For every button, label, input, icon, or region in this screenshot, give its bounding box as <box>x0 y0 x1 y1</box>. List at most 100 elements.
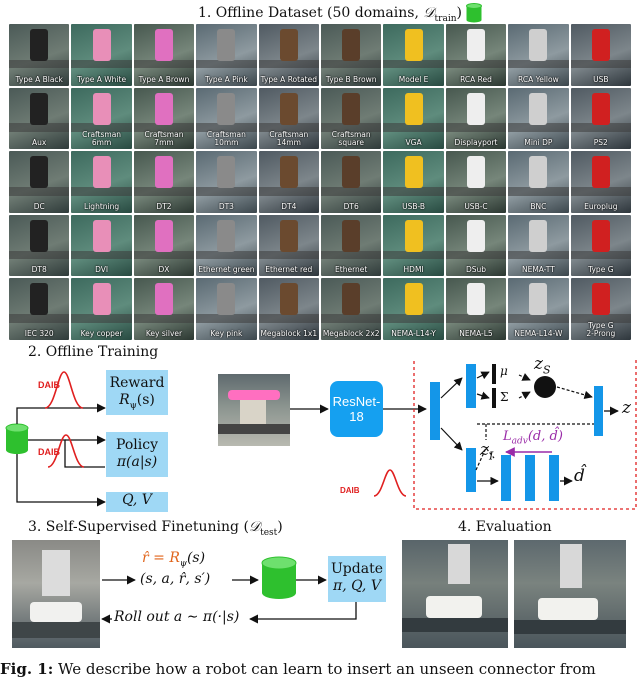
dataset-cell: PS2 <box>570 87 631 150</box>
dataset-cell: NEMA-TT <box>508 214 569 277</box>
dataset-cell-label: Mini DP <box>524 138 553 148</box>
daib-curve-policy <box>47 434 85 468</box>
daib-label-latent: DAIB <box>340 486 360 495</box>
dataset-cell-label: DT6 <box>343 201 359 211</box>
dataset-cell: RCA Red <box>445 24 507 86</box>
dataset-cell-label: NEMA-TT <box>521 265 555 275</box>
section2-title: 2. Offline Training <box>28 344 159 360</box>
training-database-icon <box>5 423 29 454</box>
dataset-cell: Type G <box>570 214 631 277</box>
dataset-cell: DT8 <box>9 214 70 277</box>
dataset-cell: Craftsman 10mm <box>196 87 257 150</box>
sigma-label: Σ <box>500 390 509 404</box>
dataset-cell-label: Aux <box>32 138 47 148</box>
dataset-cell: DC <box>9 151 70 213</box>
dataset-cell-label: DX <box>158 265 170 275</box>
dataset-cell: USB <box>570 24 631 86</box>
dataset-cell-label: Ethernet red <box>265 265 313 275</box>
section4-title: 4. Evaluation <box>458 519 552 535</box>
dataset-cell: DVI <box>71 214 132 277</box>
dataset-cell: Key pink <box>196 278 257 340</box>
dataset-cell-label: DT3 <box>218 201 234 211</box>
dataset-cell-label: Megablock 2x2 <box>322 328 380 338</box>
dataset-cell: Ethernet red <box>258 214 319 277</box>
dataset-cell: IEC 320 <box>9 278 70 340</box>
figure-caption: Fig. 1: We describe how a robot can lear… <box>0 660 596 678</box>
dataset-cell-label: Ethernet green <box>198 265 255 275</box>
dataset-cell: Type A White <box>71 24 132 86</box>
dataset-cell-label: Craftsman 6mm <box>82 130 122 148</box>
dataset-cell: DT6 <box>321 151 382 213</box>
transition-tuple: (s, a, r̂, s′) <box>140 571 211 587</box>
dataset-cell: Ethernet <box>321 214 382 277</box>
dhat-output-label: d̂ <box>574 466 585 486</box>
dataset-cell: Aux <box>9 87 70 150</box>
daib-label-policy: DAIB <box>38 447 60 457</box>
dataset-cell-label: VGA <box>405 138 422 148</box>
rhat-equation: r̂ = Rψ(s) <box>142 550 206 569</box>
dataset-cell-label: Craftsman 7mm <box>144 130 184 148</box>
dataset-cell-label: BNC <box>530 201 547 211</box>
dataset-cell: DT2 <box>133 151 195 213</box>
dataset-cell-label: Megablock 1x1 <box>260 328 318 338</box>
dataset-cell-label: Type A White <box>77 74 127 84</box>
dataset-cell: NEMA-L14-W <box>508 278 569 340</box>
dataset-cell: Craftsman 6mm <box>71 87 132 150</box>
zs-label: zS <box>534 354 551 377</box>
adv-loss-label: Ladv(d, d̂) <box>503 429 563 447</box>
dataset-cell: Craftsman 7mm <box>133 87 195 150</box>
evaluation-image-1 <box>402 540 508 648</box>
dataset-cell-label: Model E <box>398 74 429 84</box>
dataset-cell-label: Key pink <box>210 328 243 338</box>
section1-title: 1. Offline Dataset (50 domains, 𝒟train) <box>198 3 483 24</box>
dataset-cell-label: HDMI <box>403 265 424 275</box>
dataset-cell: DX <box>133 214 195 277</box>
dataset-cell-label: Craftsman square <box>331 130 371 148</box>
dataset-cell: RCA Yellow <box>508 24 569 86</box>
dataset-cell-label: USB <box>593 74 609 84</box>
dataset-cell: Type B Brown <box>321 24 382 86</box>
dataset-cell: Megablock 2x2 <box>321 278 382 340</box>
dataset-cell-label: DVI <box>95 265 109 275</box>
dataset-cell-label: USB-C <box>464 201 488 211</box>
dataset-cell: DT4 <box>258 151 319 213</box>
dataset-cell: HDMI <box>383 214 444 277</box>
dataset-cell: Lightning <box>71 151 132 213</box>
database-icon <box>466 3 483 23</box>
dataset-cell: Ethernet green <box>196 214 257 277</box>
dataset-cell: USB-C <box>445 151 507 213</box>
dataset-cell: Type A Pink <box>196 24 257 86</box>
dataset-cell: Type G 2-Prong <box>570 278 631 340</box>
dataset-cell-label: Europlug <box>584 201 618 211</box>
dataset-cell-label: Displayport <box>454 138 498 148</box>
dataset-cell: Type A Rotated <box>258 24 319 86</box>
policy-box: Policy π(a|s) <box>106 432 168 477</box>
reward-function: Rψ(s) <box>119 392 155 411</box>
dataset-cell-label: Craftsman 10mm <box>206 130 246 148</box>
dataset-cell-label: NEMA-L14-W <box>514 328 563 338</box>
dataset-cell: Europlug <box>570 151 631 213</box>
dataset-cell: Type A Black <box>9 24 70 86</box>
dataset-cell: Type A Brown <box>133 24 195 86</box>
dataset-cell: Key silver <box>133 278 195 340</box>
dataset-cell-label: Key copper <box>80 328 123 338</box>
policy-function: π(a|s) <box>116 454 158 470</box>
dataset-cell: Displayport <box>445 87 507 150</box>
dataset-cell-label: Type G <box>588 265 614 275</box>
dataset-cell-label: Type G 2-Prong <box>586 320 616 338</box>
section3-title: 3. Self-Supervised Finetuning (𝒟test) <box>28 519 283 538</box>
finetune-image <box>12 540 100 648</box>
finetune-database-icon <box>261 556 297 599</box>
dataset-cell-label: PS2 <box>593 138 608 148</box>
daib-curve-reward <box>44 371 84 409</box>
training-input-image <box>218 374 290 446</box>
dataset-cell-label: RCA Yellow <box>518 74 559 84</box>
dataset-cell-label: Lightning <box>84 201 120 211</box>
dataset-cell: Craftsman 14mm <box>258 87 319 150</box>
daib-curve-latent <box>373 469 407 497</box>
dataset-cell-label: USB-B <box>402 201 426 211</box>
update-box: Update π, Q, V <box>328 556 386 602</box>
dataset-cell-label: DT2 <box>156 201 172 211</box>
dataset-cell-label: Ethernet <box>335 265 368 275</box>
